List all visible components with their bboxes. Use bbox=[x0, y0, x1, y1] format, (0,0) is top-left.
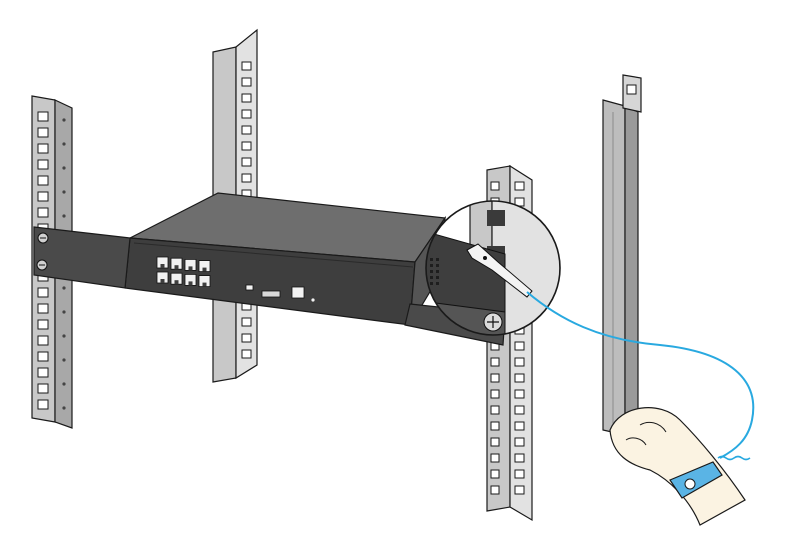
console-port bbox=[261, 290, 281, 298]
rail-hole bbox=[241, 317, 252, 327]
rail-hole bbox=[514, 469, 525, 479]
rail-hole bbox=[514, 453, 525, 463]
rail-hole bbox=[37, 191, 49, 202]
rj45-port-latch bbox=[160, 279, 165, 283]
vent-grille bbox=[430, 258, 439, 285]
rail-hole bbox=[490, 421, 500, 431]
rail-hole bbox=[514, 405, 525, 415]
rail-hole bbox=[490, 357, 500, 367]
usb-port bbox=[245, 284, 254, 291]
mounting-bracket-left bbox=[33, 226, 131, 289]
rail-hole bbox=[37, 383, 49, 394]
rail-hole bbox=[490, 405, 500, 415]
rail-rivet bbox=[62, 118, 66, 122]
rail-hole bbox=[514, 485, 525, 495]
rj45-port-latch bbox=[174, 280, 179, 285]
rail-hole bbox=[490, 453, 500, 463]
rail-hole bbox=[37, 207, 49, 218]
rail-hole bbox=[241, 109, 252, 119]
rj45-port-latch bbox=[188, 281, 193, 286]
rj45-port-latch bbox=[202, 282, 207, 287]
rail-rivet bbox=[62, 214, 66, 218]
rail-hole bbox=[490, 469, 500, 479]
rail-hole bbox=[37, 399, 49, 410]
rail-hole bbox=[37, 175, 49, 186]
rail-hole bbox=[37, 287, 49, 298]
rail-hole bbox=[241, 77, 252, 87]
reset-button bbox=[311, 298, 315, 302]
rail-rivet bbox=[62, 142, 66, 146]
rail-hole bbox=[514, 421, 525, 431]
rail-hole bbox=[490, 373, 500, 383]
rail-hole bbox=[514, 389, 525, 399]
rail-hole bbox=[490, 485, 500, 495]
rail-rivet bbox=[62, 190, 66, 194]
rail-hole bbox=[490, 389, 500, 399]
rail-rivet bbox=[62, 406, 66, 410]
hand-with-wrist-strap bbox=[609, 407, 746, 526]
rail-hole bbox=[241, 157, 252, 167]
rail-hole bbox=[490, 437, 500, 447]
rail-rivet bbox=[62, 310, 66, 314]
network-switch bbox=[124, 192, 447, 326]
rail-hole bbox=[37, 319, 49, 330]
rail-hole bbox=[241, 333, 252, 343]
rail-hole bbox=[37, 335, 49, 346]
rj45-port-latch bbox=[160, 264, 165, 268]
rail-hole bbox=[37, 367, 49, 378]
rail-hole bbox=[241, 173, 252, 183]
rail-hole bbox=[37, 159, 49, 170]
rail-hole bbox=[241, 125, 252, 135]
rj45-port-group bbox=[156, 256, 211, 288]
rack-screw-icon bbox=[37, 232, 49, 244]
rail-hole bbox=[490, 181, 500, 191]
rail-rivet bbox=[62, 358, 66, 362]
rail-hole bbox=[37, 143, 49, 154]
esd-wrist-strap-icon bbox=[669, 461, 723, 499]
rj45-port-latch bbox=[202, 267, 207, 272]
rack-screw-icon bbox=[36, 259, 48, 271]
management-port bbox=[291, 286, 305, 299]
rail-hole bbox=[37, 303, 49, 314]
rail-hole bbox=[37, 111, 49, 122]
rail-rivet bbox=[62, 382, 66, 386]
rail-rivet bbox=[62, 334, 66, 338]
rail-hole bbox=[241, 141, 252, 151]
rail-hole bbox=[514, 373, 525, 383]
rail-rivet bbox=[62, 286, 66, 290]
rail-rivet bbox=[62, 166, 66, 170]
rack-screw-icon bbox=[483, 312, 503, 332]
rail-hole bbox=[241, 93, 252, 103]
rj45-port-latch bbox=[188, 266, 193, 271]
rail-hole bbox=[514, 437, 525, 447]
rail-hole bbox=[514, 181, 525, 191]
rail-hole bbox=[37, 351, 49, 362]
rj45-port-latch bbox=[174, 265, 179, 270]
hand bbox=[609, 407, 746, 526]
rail-hole bbox=[514, 357, 525, 367]
rail-hole bbox=[241, 61, 252, 71]
rack-rail-rear-right bbox=[602, 74, 642, 441]
esd-grounding-cable bbox=[526, 291, 755, 461]
rail-hole bbox=[241, 349, 252, 359]
rail-hole bbox=[37, 127, 49, 138]
rail-hole bbox=[514, 341, 525, 351]
